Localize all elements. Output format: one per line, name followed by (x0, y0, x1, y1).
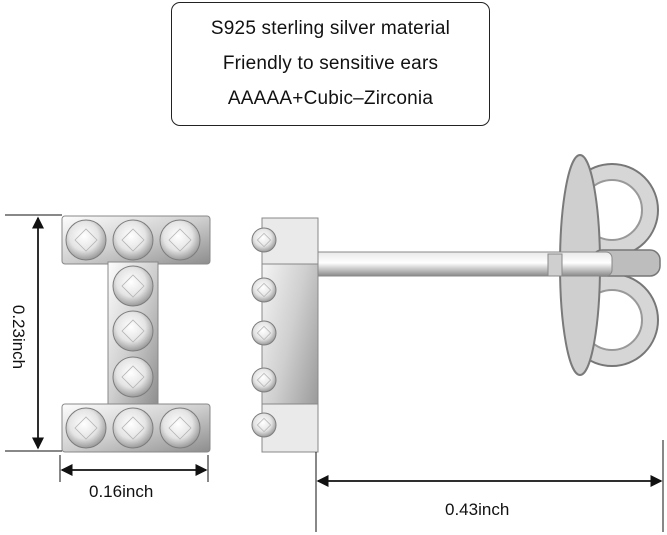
width-label: 0.16inch (89, 482, 154, 501)
stone-facet (121, 416, 145, 440)
earring-front-view (61, 215, 211, 453)
zirconia-stone (159, 219, 201, 261)
zirconia-stone (65, 407, 107, 449)
stone-facet (74, 416, 98, 440)
zirconia-stone (65, 219, 107, 261)
stone-facet (256, 232, 272, 248)
length-label: 0.43inch (445, 500, 510, 519)
stone-facet (168, 228, 192, 252)
stone-facet (121, 319, 145, 343)
stone-facet (256, 325, 272, 341)
dimension-length (315, 440, 664, 532)
feature-material: S925 sterling silver material (210, 18, 451, 39)
zirconia-stone (112, 265, 154, 307)
feature-box: S925 sterling silver material Friendly t… (171, 2, 490, 126)
zirconia-stone (251, 227, 277, 253)
earring-side-view (251, 154, 661, 453)
feature-zirconia: AAAAA+Cubic–Zirconia (227, 88, 434, 109)
stone-facet (168, 416, 192, 440)
stone-facet (121, 228, 145, 252)
zirconia-stone (112, 310, 154, 352)
side-gems (251, 227, 277, 438)
zirconia-stone (251, 277, 277, 303)
stone-facet (256, 417, 272, 433)
stone-facet (121, 365, 145, 389)
stone-facet (121, 274, 145, 298)
zirconia-stone (159, 407, 201, 449)
front-gems (65, 219, 201, 449)
zirconia-stone (251, 320, 277, 346)
feature-sensitive-ears: Friendly to sensitive ears (222, 53, 439, 74)
dimension-height (5, 214, 62, 452)
height-label: 0.23inch (9, 304, 28, 370)
zirconia-stone (251, 412, 277, 438)
zirconia-stone (112, 356, 154, 398)
zirconia-stone (251, 367, 277, 393)
zirconia-stone (112, 219, 154, 261)
stone-facet (256, 372, 272, 388)
zirconia-stone (112, 407, 154, 449)
stone-facet (74, 228, 98, 252)
stone-facet (256, 282, 272, 298)
dimension-width (59, 455, 209, 482)
